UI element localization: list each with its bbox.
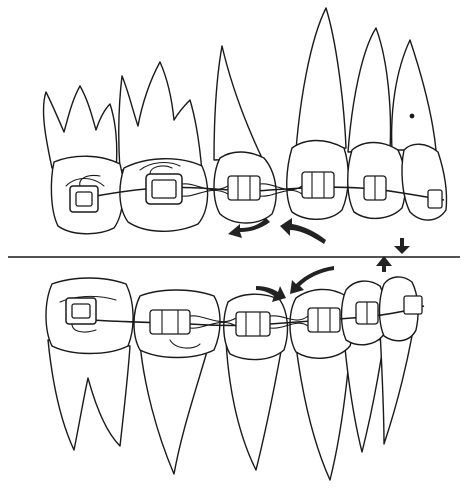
lower-canine-bracket <box>236 312 270 336</box>
upper-incisor1-root <box>296 8 346 150</box>
lower-incisor1-root <box>296 346 350 480</box>
upper-premolar-roots <box>119 62 202 172</box>
upper-canine-root <box>214 46 262 160</box>
lower-molar-tube-inner <box>72 304 90 318</box>
upper-arch <box>44 8 447 254</box>
upper-molar-tube-inner <box>76 192 92 206</box>
upper-premolar-bracket-slot <box>152 180 176 198</box>
upper-incisor3-crown <box>402 144 447 220</box>
lower-molar-roots <box>48 340 130 450</box>
lower-incisor3-root <box>380 330 412 444</box>
lower-premolar-root <box>140 344 208 474</box>
lower-incisor2-root <box>344 338 384 452</box>
upper-incisor2-root <box>348 28 390 152</box>
lower-incisor3-bracket <box>404 296 422 314</box>
upper-incisor3-root <box>392 40 436 150</box>
upper-intrusion-arrow <box>394 238 410 254</box>
lower-arch <box>46 256 424 480</box>
root-dot <box>410 114 415 119</box>
lower-premolar-bracket <box>150 310 190 334</box>
upper-rotation-arrow-right <box>280 218 326 244</box>
upper-incisor1-bracket <box>302 172 334 198</box>
lower-incisor1-bracket <box>308 308 340 332</box>
upper-canine-bracket <box>228 176 260 200</box>
upper-incisor3-bracket <box>428 190 442 208</box>
lower-extrusion-arrow <box>376 256 392 272</box>
